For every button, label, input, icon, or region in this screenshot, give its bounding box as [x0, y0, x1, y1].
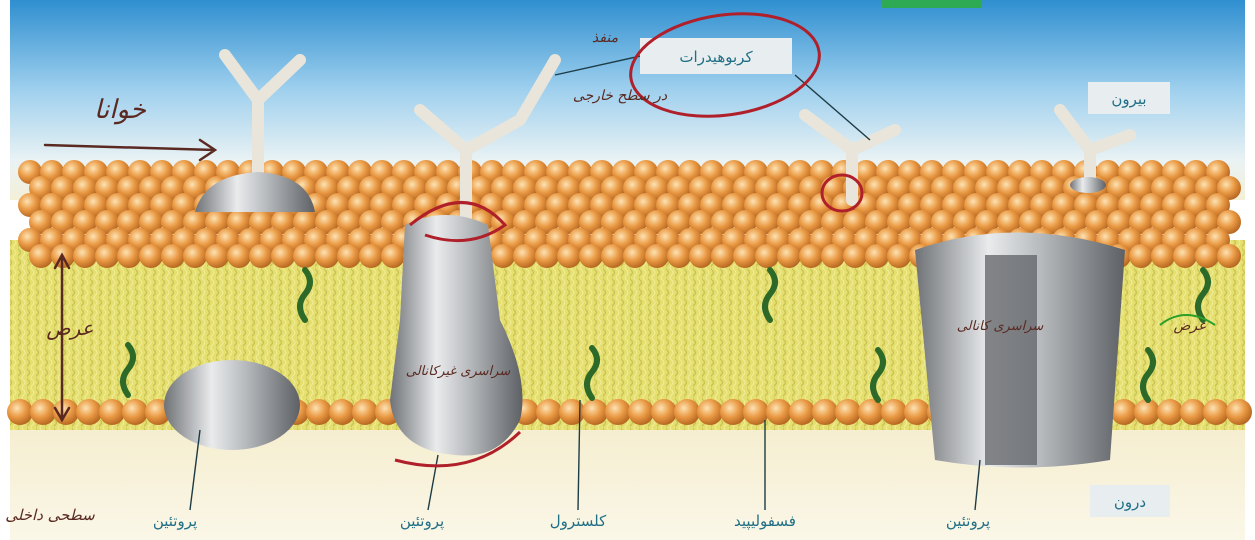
annotation-carb-note-1: منفذ [592, 30, 619, 46]
phospholipid-head [887, 244, 911, 268]
phospholipid-head [73, 244, 97, 268]
phospholipid-head [557, 244, 581, 268]
phospholipid-head [1203, 399, 1229, 425]
phospholipid-head [755, 244, 779, 268]
phospholipid-head [674, 399, 700, 425]
phospholipid-head [352, 399, 378, 425]
phospholipid-head [582, 399, 608, 425]
top-tab [882, 0, 982, 8]
phospholipid-head [651, 399, 677, 425]
phospholipid-head [697, 399, 723, 425]
phospholipid-head [535, 244, 559, 268]
phospholipid-head [491, 244, 515, 268]
phospholipid-head [1180, 399, 1206, 425]
phospholipid-head [904, 399, 930, 425]
phospholipid-head [843, 244, 867, 268]
phospholipid-head [183, 244, 207, 268]
phospholipid-head [205, 244, 229, 268]
annotation-top-left: خوانا [94, 95, 147, 125]
phospholipid-head [30, 399, 56, 425]
phospholipid-head [29, 244, 53, 268]
annotation-carb-note-2: در سطح خارجی [573, 88, 668, 104]
phospholipid-head [579, 244, 603, 268]
phospholipid-head [711, 244, 735, 268]
phospholipid-head [766, 399, 792, 425]
small-glycoprotein [1070, 177, 1106, 193]
label-cholesterol: کلسترول [550, 512, 607, 530]
phospholipid-head [601, 244, 625, 268]
phospholipid-head [536, 399, 562, 425]
phospholipid-head [865, 244, 889, 268]
phospholipid-head [812, 399, 838, 425]
label-carbohydrates: کربوهیدرات [679, 48, 753, 66]
phospholipid-head [337, 244, 361, 268]
phospholipid-head [1151, 244, 1175, 268]
annotation-bottom-left: سطحی داخلی [5, 506, 95, 524]
phospholipid-head [628, 399, 654, 425]
annotation-far-right: عرض [1173, 318, 1206, 334]
phospholipid-head [306, 399, 332, 425]
phospholipid-head [835, 399, 861, 425]
phospholipid-head [799, 244, 823, 268]
phospholipid-head [1134, 399, 1160, 425]
phospholipid-head [1173, 244, 1197, 268]
phospholipid-head [881, 399, 907, 425]
phospholipid-head [789, 399, 815, 425]
annotation-middle-left: عرض [46, 316, 93, 340]
label-outside: بیرون [1111, 90, 1146, 108]
phospholipid-head [821, 244, 845, 268]
phospholipid-head [733, 244, 757, 268]
label-protein-right: پروتئین [946, 512, 990, 531]
phospholipid-head [777, 244, 801, 268]
phospholipid-head [720, 399, 746, 425]
label-protein-mid: پروتئین [400, 512, 444, 531]
peripheral-protein-inner [164, 360, 300, 450]
phospholipid-head [667, 244, 691, 268]
phospholipid-head [117, 244, 141, 268]
phospholipid-head [1111, 399, 1137, 425]
phospholipid-head [359, 244, 383, 268]
phospholipid-head [513, 244, 537, 268]
label-inside: درون [1114, 493, 1146, 511]
phospholipid-head [559, 399, 585, 425]
phospholipid-head [329, 399, 355, 425]
phospholipid-head [293, 244, 317, 268]
phospholipid-head [95, 244, 119, 268]
phospholipid-head [605, 399, 631, 425]
phospholipid-head [7, 399, 33, 425]
phospholipid-head [1157, 399, 1183, 425]
phospholipid-head [139, 244, 163, 268]
phospholipid-head [1217, 244, 1241, 268]
phospholipid-head [623, 244, 647, 268]
phospholipid-head [381, 244, 405, 268]
protein-channel-pore [985, 255, 1037, 465]
phospholipid-head [76, 399, 102, 425]
phospholipid-head [161, 244, 185, 268]
annotation-center-protein: سراسری غیرکانالی [406, 364, 512, 379]
label-protein-left: پروتئین [153, 512, 197, 531]
phospholipid-head [645, 244, 669, 268]
phospholipid-head [1226, 399, 1252, 425]
phospholipid-head [315, 244, 339, 268]
label-phospholipid: فسفولیپید [734, 512, 796, 531]
phospholipid-head [122, 399, 148, 425]
phospholipid-head [689, 244, 713, 268]
phospholipid-head [249, 244, 273, 268]
phospholipid-head [99, 399, 125, 425]
phospholipid-head [1195, 244, 1219, 268]
phospholipid-head [1129, 244, 1153, 268]
phospholipid-head [227, 244, 251, 268]
phospholipid-head [858, 399, 884, 425]
phospholipid-head [271, 244, 295, 268]
annotation-right-protein: سراسری کانالی [957, 319, 1045, 334]
